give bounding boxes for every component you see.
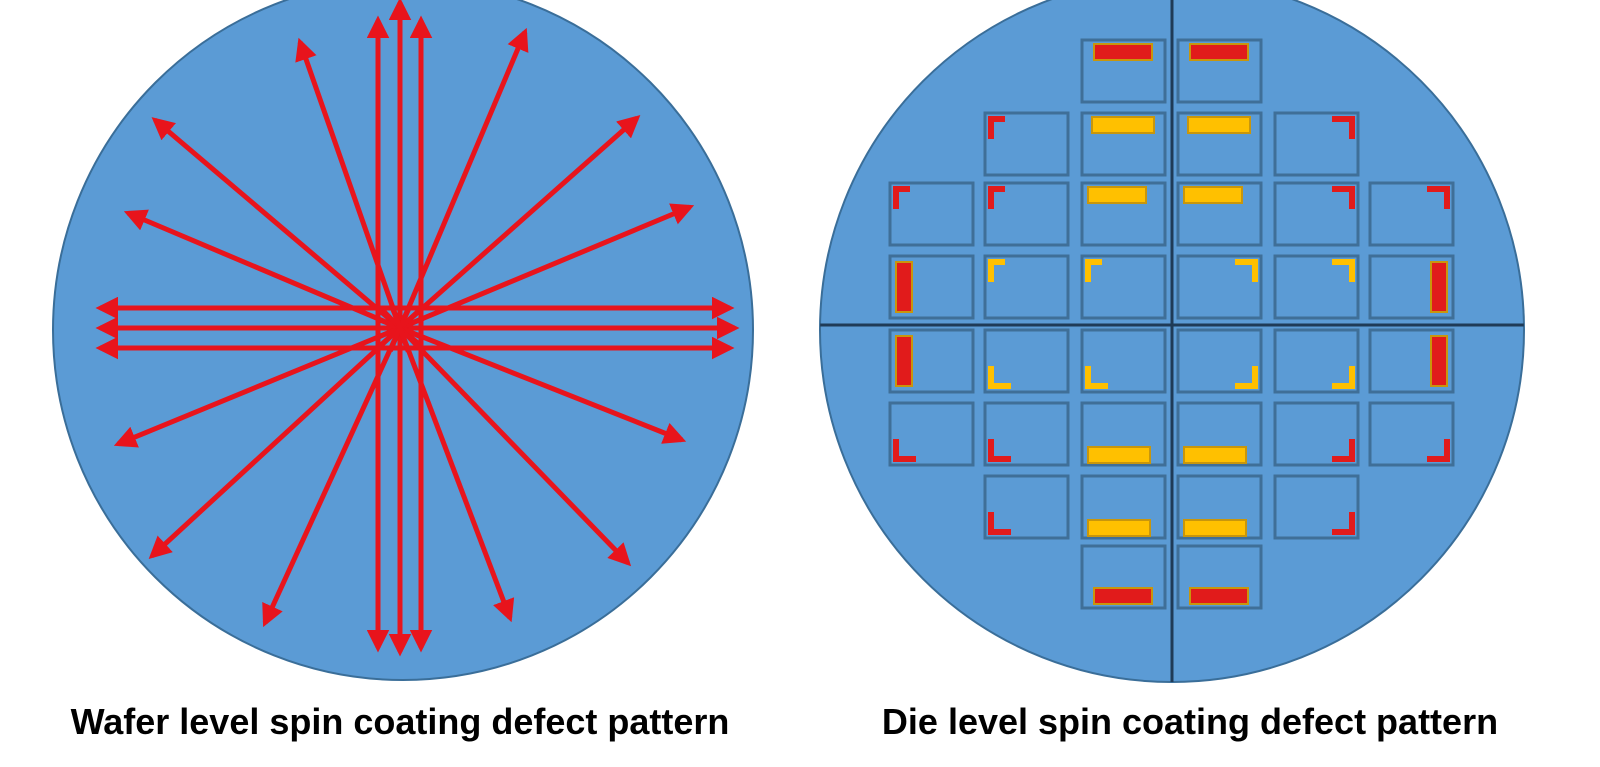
die <box>1080 38 1167 104</box>
corner-defect-mark <box>1427 439 1450 462</box>
corner-defect-mark <box>1235 366 1258 389</box>
die <box>1080 474 1167 540</box>
defect-arrow-radial <box>123 209 425 341</box>
die <box>1176 474 1263 540</box>
die <box>1273 181 1360 247</box>
defect-arrow-radial <box>379 115 641 347</box>
corner-defect-mark <box>1427 186 1450 209</box>
die <box>1368 401 1455 467</box>
edge-defect-bar <box>1430 335 1448 387</box>
corner-defect-mark <box>988 186 1005 209</box>
die <box>1080 328 1167 394</box>
die <box>983 474 1070 540</box>
edge-defect-bar <box>895 261 913 313</box>
die <box>983 181 1070 247</box>
die <box>888 181 975 247</box>
edge-defect-bar <box>1189 587 1249 605</box>
die <box>983 254 1070 320</box>
corner-defect-mark <box>1332 186 1355 209</box>
edge-defect-bar <box>1183 519 1247 537</box>
corner-defect-mark <box>1085 259 1102 282</box>
die <box>1273 254 1360 320</box>
defect-arrow-radial <box>113 316 425 448</box>
die <box>1080 544 1167 610</box>
die <box>983 111 1070 177</box>
wafer-level-panel <box>52 0 754 681</box>
edge-defect-bar <box>1183 186 1243 204</box>
die-grid <box>888 38 1455 610</box>
die <box>1368 181 1455 247</box>
die <box>1176 181 1263 247</box>
edge-defect-bar <box>1187 116 1251 134</box>
die <box>1176 401 1263 467</box>
die <box>983 401 1070 467</box>
corner-defect-mark <box>988 116 1005 139</box>
defect-arrow-radial <box>295 37 411 353</box>
die <box>888 254 975 320</box>
edge-defect-bar <box>1087 519 1151 537</box>
defect-arrow-radial <box>262 304 413 628</box>
die <box>1080 111 1167 177</box>
die <box>1273 401 1360 467</box>
wafer-level-caption: Wafer level spin coating defect pattern <box>70 701 730 742</box>
defect-arrow-radial <box>387 27 529 353</box>
die <box>1368 254 1455 320</box>
die <box>1176 544 1263 610</box>
radial-arrows <box>95 0 740 657</box>
corner-defect-mark <box>1332 439 1355 462</box>
die <box>1176 38 1263 104</box>
corner-defect-mark <box>988 512 1011 535</box>
defect-arrow-radial <box>151 117 421 347</box>
die <box>888 401 975 467</box>
edge-defect-bar <box>1430 261 1448 313</box>
edge-defect-bar <box>1087 446 1151 464</box>
edge-defect-bar <box>1093 587 1153 605</box>
corner-defect-mark <box>1235 259 1258 282</box>
corner-defect-mark <box>988 439 1011 462</box>
die <box>1176 328 1263 394</box>
corner-defect-mark <box>893 439 916 462</box>
die <box>888 328 975 394</box>
die <box>1080 254 1167 320</box>
edge-defect-bar <box>1183 446 1247 464</box>
defect-arrow-radial <box>375 203 695 340</box>
corner-defect-mark <box>1085 366 1108 389</box>
defect-arrow-radial <box>375 316 687 444</box>
corner-defect-mark <box>1332 116 1355 139</box>
die <box>1273 328 1360 394</box>
die <box>983 328 1070 394</box>
defect-arrow-radial <box>388 303 515 623</box>
die <box>1368 328 1455 394</box>
defect-arrow-radial <box>380 308 632 567</box>
corner-defect-mark <box>988 366 1011 389</box>
corner-defect-mark <box>1332 259 1355 282</box>
edge-defect-bar <box>1189 43 1249 61</box>
die <box>1273 111 1360 177</box>
die <box>1176 254 1263 320</box>
edge-defect-bar <box>895 335 913 387</box>
die <box>1273 474 1360 540</box>
die-level-panel <box>819 0 1525 683</box>
edge-defect-bar <box>1093 43 1153 61</box>
corner-defect-mark <box>988 259 1005 282</box>
edge-defect-bar <box>1091 116 1155 134</box>
die-level-caption: Die level spin coating defect pattern <box>881 701 1499 742</box>
die <box>1080 181 1167 247</box>
corner-defect-mark <box>1332 512 1355 535</box>
edge-defect-bar <box>1087 186 1147 204</box>
die <box>1080 401 1167 467</box>
corner-defect-mark <box>893 186 910 209</box>
die <box>1176 111 1263 177</box>
corner-defect-mark <box>1332 366 1355 389</box>
defect-arrow-radial <box>148 309 421 560</box>
